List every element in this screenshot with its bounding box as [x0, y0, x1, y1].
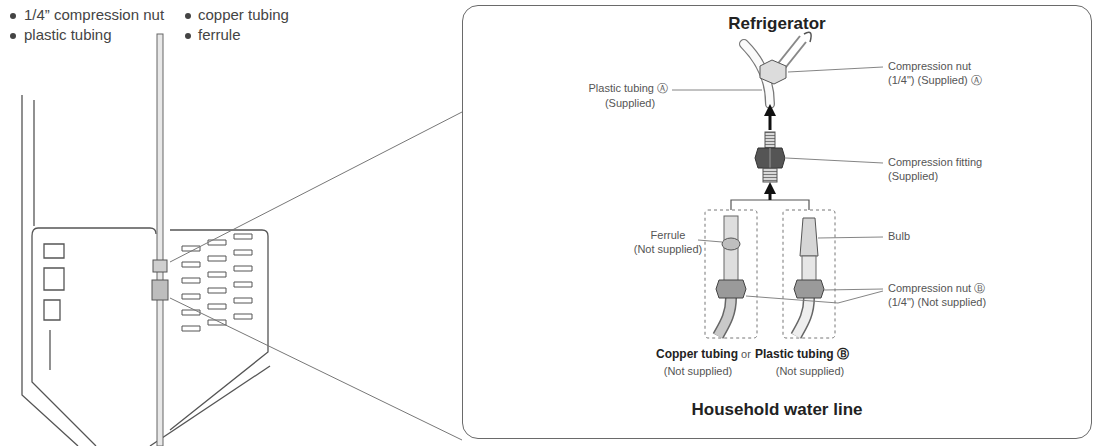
part-label: Plastic tubing Ⓐ — [589, 82, 668, 95]
vent-slot — [234, 266, 252, 271]
panel-heading: Household water line — [463, 400, 1091, 420]
plastic-tubing-b — [794, 218, 824, 336]
option-conjunction: or — [741, 348, 751, 361]
vent-slot — [208, 272, 226, 277]
leader-lines — [672, 67, 883, 303]
vent-slot — [182, 326, 200, 331]
option-label: Copper tubing — [656, 348, 738, 362]
copper-tubing — [716, 216, 746, 336]
parts-list-item: plastic tubing — [24, 26, 112, 43]
compression-fitting — [755, 132, 785, 182]
part-label: Compression nut Ⓑ — [888, 282, 985, 295]
parts-list-item: ferrule — [198, 26, 241, 43]
vent-slot — [234, 250, 252, 255]
vent-slot — [208, 288, 226, 293]
vent-slot — [182, 278, 200, 283]
vent-slot — [234, 314, 252, 319]
vent-slot — [208, 304, 226, 309]
water-tube — [152, 34, 168, 446]
vent-slot — [234, 298, 252, 303]
vent-slot — [182, 294, 200, 299]
assembly-arrow — [769, 188, 772, 200]
part-note: (Not supplied) — [634, 243, 702, 256]
part-note: (1/4") (Supplied) Ⓐ — [888, 74, 982, 87]
vent-grille — [182, 234, 252, 331]
part-note: (1/4") (Not supplied) — [888, 296, 986, 309]
plastic-tubing-a — [744, 32, 811, 104]
option-join — [731, 200, 809, 210]
parts-list-item: copper tubing — [198, 6, 289, 23]
part-note: (Not supplied) — [664, 365, 732, 378]
part-note: (Supplied) — [605, 97, 655, 110]
vent-slot — [234, 282, 252, 287]
vent-slot — [208, 256, 226, 261]
option-box — [705, 210, 835, 338]
parts-list-item: 1/4” compression nut — [24, 6, 164, 23]
part-label: Bulb — [888, 230, 910, 243]
option-label: Plastic tubing Ⓑ — [755, 348, 849, 362]
panel-heading: Refrigerator — [463, 14, 1091, 34]
vent-slot — [234, 234, 252, 239]
part-label: Ferrule — [651, 229, 686, 242]
part-note: (Supplied) — [888, 170, 938, 183]
zoom-lines — [170, 112, 462, 440]
vent-slot — [182, 262, 200, 267]
assembly-arrow — [769, 110, 772, 130]
refrigerator-back — [22, 95, 270, 446]
part-label: Compression nut — [888, 60, 971, 73]
part-note: (Not supplied) — [776, 365, 844, 378]
part-label: Compression fitting — [888, 156, 982, 169]
